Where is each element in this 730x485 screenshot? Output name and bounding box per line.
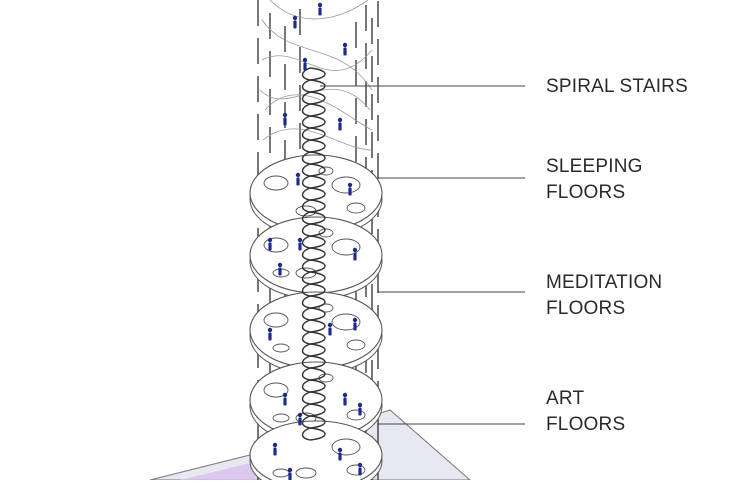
- stair-turn: [301, 115, 326, 129]
- label-line: MEDITATION: [546, 272, 663, 293]
- stair-turn: [301, 91, 326, 105]
- floor-disc: [249, 216, 383, 300]
- floor-disc: [249, 291, 383, 375]
- human-figure-icon: [267, 2, 363, 481]
- floor-plates: [249, 154, 383, 485]
- human-figure-icon: [357, 462, 363, 476]
- human-figure-icon: [292, 15, 298, 29]
- human-figure-icon: [337, 447, 343, 461]
- human-figure-icon: [282, 112, 288, 126]
- label-line: SLEEPING: [546, 156, 643, 177]
- human-figure-icon: [352, 317, 358, 331]
- human-figure-icon: [342, 392, 348, 406]
- stair-turn: [301, 427, 326, 441]
- label-art-floors: ART FLOORS: [546, 386, 625, 438]
- human-figure-icon: [357, 402, 363, 416]
- human-figure-icon: [282, 392, 288, 406]
- human-figure-icon: [347, 182, 353, 196]
- human-figure-icon: [297, 237, 303, 251]
- spiral-stair-icon: [301, 67, 326, 441]
- label-line: FLOORS: [546, 414, 626, 435]
- label-sleeping-floors: SLEEPING FLOORS: [546, 154, 643, 206]
- label-line: FLOORS: [546, 182, 626, 203]
- human-figure-icon: [317, 2, 323, 16]
- human-figure-icon: [302, 57, 308, 71]
- leader-lines: [320, 85, 525, 425]
- human-figure-icon: [342, 42, 348, 56]
- label-meditation-floors: MEDITATION FLOORS: [546, 270, 662, 322]
- label-line: ART: [546, 388, 585, 409]
- stair-turn: [301, 127, 326, 141]
- human-figure-icon: [337, 117, 343, 131]
- stair-turn: [301, 139, 326, 153]
- human-figure-icon: [327, 322, 333, 336]
- human-figure-icon: [352, 247, 358, 261]
- label-line: FLOORS: [546, 298, 626, 319]
- label-spiral-stairs: SPIRAL STAIRS: [546, 74, 688, 100]
- human-figure-icon: [267, 237, 273, 251]
- human-figure-icon: [297, 412, 303, 426]
- stair-turn: [301, 103, 326, 117]
- human-figure-icon: [277, 262, 283, 276]
- human-figure-icon: [267, 327, 273, 341]
- label-line: SPIRAL STAIRS: [546, 76, 688, 97]
- human-figure-icon: [272, 442, 278, 456]
- human-figure-icon: [295, 172, 301, 186]
- human-figure-icon: [287, 467, 293, 481]
